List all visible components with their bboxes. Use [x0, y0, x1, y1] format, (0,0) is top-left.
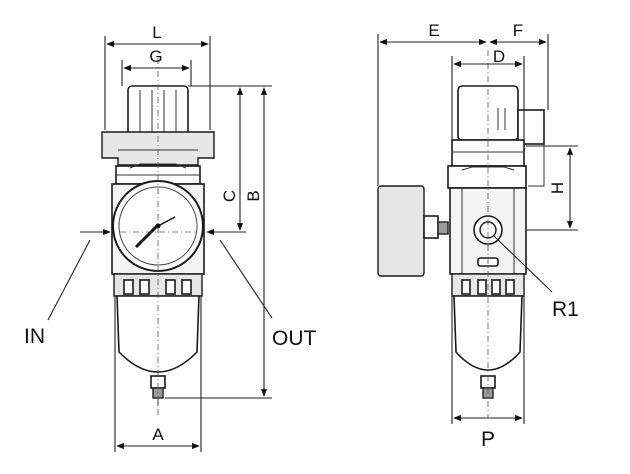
label-A: A	[152, 425, 164, 444]
callout-R1: R1	[493, 235, 579, 321]
dim-D: D	[451, 47, 525, 140]
side-panel-bracket	[517, 109, 545, 187]
label-L: L	[152, 23, 161, 42]
label-F: F	[513, 21, 523, 40]
side-view: E F D H R1 P	[377, 21, 579, 451]
label-IN: IN	[24, 325, 45, 348]
dim-H: H	[526, 145, 578, 231]
label-OUT: OUT	[272, 327, 317, 350]
label-G: G	[149, 47, 162, 66]
gauge-needle	[134, 222, 161, 249]
dim-A: A	[114, 296, 202, 452]
side-collar	[447, 139, 527, 189]
side-gauge	[377, 185, 449, 277]
label-E: E	[428, 21, 439, 40]
label-B: B	[244, 190, 263, 201]
dim-L: L	[104, 23, 211, 130]
label-P: P	[481, 428, 495, 451]
callout-OUT: OUT	[219, 239, 317, 350]
callout-IN: IN	[24, 239, 91, 348]
label-C: C	[220, 190, 239, 202]
dim-C: C	[214, 87, 246, 233]
dim-G: G	[121, 47, 192, 86]
front-view: L G B C IN	[24, 23, 317, 452]
dim-B: B	[165, 85, 272, 399]
label-D: D	[493, 47, 505, 66]
label-H: H	[548, 182, 567, 194]
label-R1: R1	[552, 298, 579, 321]
dim-E-F: E F	[377, 21, 549, 186]
dim-P: P	[451, 296, 525, 451]
